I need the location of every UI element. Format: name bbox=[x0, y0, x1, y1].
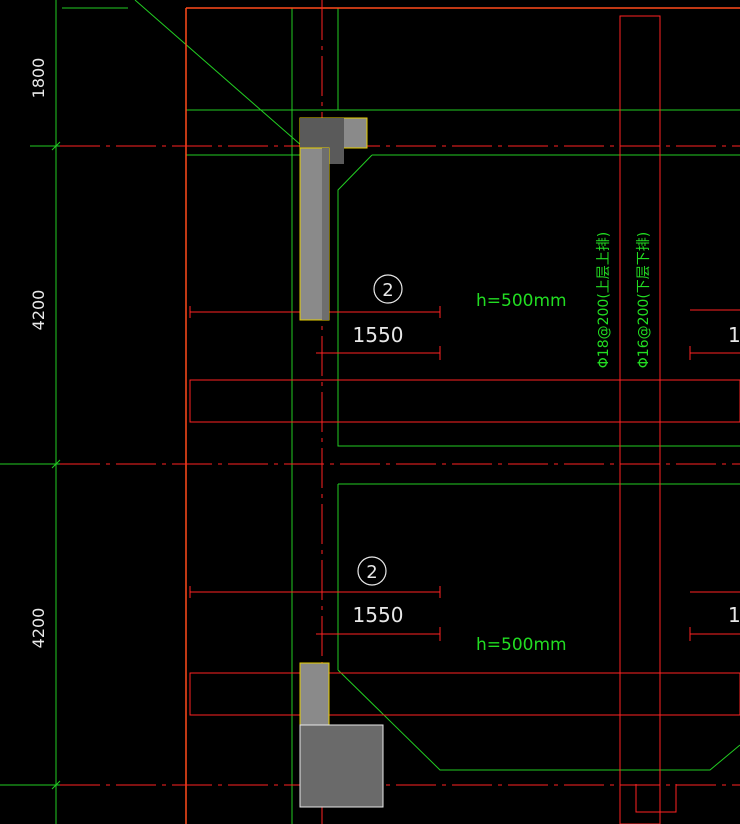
section-marker-upper: 2 bbox=[373, 274, 403, 304]
column-lower[interactable] bbox=[299, 662, 384, 808]
section-marker-lower: 2 bbox=[357, 556, 387, 586]
rebar-note-bottom: Φ16@200(下层下排) bbox=[636, 232, 652, 368]
dim-left-4200-lower: 4200 bbox=[29, 608, 48, 649]
svg-text:2: 2 bbox=[382, 280, 393, 301]
svg-text:2: 2 bbox=[366, 562, 377, 583]
dim-left-1800: 1800 bbox=[29, 58, 48, 99]
rebar-note-top: Φ18@200(上层上排) bbox=[596, 232, 612, 368]
height-note-lower: h=500mm bbox=[476, 635, 567, 655]
dim-span-upper: 1550 bbox=[353, 323, 404, 347]
dim-span-right-upper: 15 bbox=[728, 323, 740, 347]
column-upper[interactable] bbox=[299, 117, 368, 321]
dim-left-4200-upper: 4200 bbox=[29, 290, 48, 331]
height-note-upper: h=500mm bbox=[476, 291, 567, 311]
wall-lines bbox=[185, 7, 740, 824]
dim-span-right-lower: 15 bbox=[728, 603, 740, 627]
dim-span-lower: 1550 bbox=[353, 603, 404, 627]
